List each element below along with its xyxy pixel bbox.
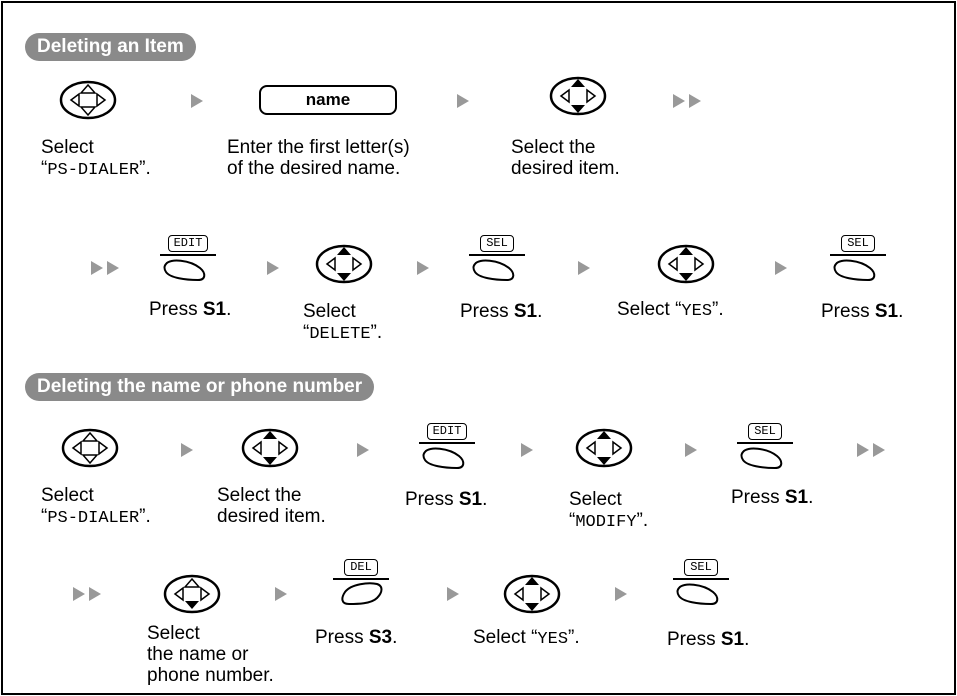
sel-soft-key: SEL bbox=[673, 557, 729, 606]
continue-arrows-icon bbox=[73, 587, 101, 601]
next-step-arrow-icon bbox=[521, 443, 533, 457]
navigator-key-icon bbox=[59, 80, 117, 120]
soft-key-icon bbox=[341, 582, 383, 606]
caption-press-s1: Press S1. bbox=[149, 299, 232, 320]
caption-press-s3: Press S3. bbox=[315, 627, 398, 648]
soft-key-icon bbox=[163, 259, 206, 282]
sel-soft-key: SEL bbox=[737, 421, 793, 470]
sel-soft-key: SEL bbox=[469, 233, 525, 282]
next-step-arrow-icon bbox=[275, 587, 287, 601]
navigator-key-icon bbox=[163, 574, 221, 614]
caption-select-delete: Select “DELETE”. bbox=[303, 301, 383, 344]
navigator-key-icon bbox=[241, 428, 299, 468]
soft-key-icon bbox=[472, 259, 515, 282]
next-step-arrow-icon bbox=[447, 587, 459, 601]
next-step-arrow-icon bbox=[685, 443, 697, 457]
next-step-arrow-icon bbox=[357, 443, 369, 457]
caption-select-modify: Select “MODIFY”. bbox=[569, 489, 649, 532]
edit-soft-key: EDIT bbox=[419, 421, 475, 470]
navigator-key-icon bbox=[315, 244, 373, 284]
navigator-key-icon bbox=[503, 574, 561, 614]
soft-key-icon bbox=[422, 447, 465, 470]
caption-press-s1: Press S1. bbox=[405, 489, 488, 510]
caption-press-s1: Press S1. bbox=[460, 301, 543, 322]
caption-press-s1: Press S1. bbox=[667, 629, 750, 650]
caption-select-ps-dialer: Select “PS-DIALER”. bbox=[41, 137, 151, 180]
caption-select-desired-item: Select the desired item. bbox=[217, 485, 326, 527]
del-soft-key: DEL bbox=[333, 557, 389, 606]
caption-enter-first-letters: Enter the first letter(s) of the desired… bbox=[227, 137, 410, 179]
continue-arrows-icon bbox=[91, 261, 119, 275]
caption-select-desired-item: Select the desired item. bbox=[511, 137, 620, 179]
section-header-deleting-name-number: Deleting the name or phone number bbox=[25, 373, 375, 401]
name-entry-field: name bbox=[259, 85, 397, 115]
caption-press-s1: Press S1. bbox=[731, 487, 814, 508]
edit-soft-key: EDIT bbox=[160, 233, 216, 282]
next-step-arrow-icon bbox=[775, 261, 787, 275]
sel-soft-key: SEL bbox=[830, 233, 886, 282]
caption-select-yes: Select “YES”. bbox=[617, 299, 724, 321]
continue-arrows-icon bbox=[857, 443, 885, 457]
soft-key-icon bbox=[833, 259, 876, 282]
next-step-arrow-icon bbox=[191, 94, 203, 108]
continue-arrows-icon bbox=[673, 94, 701, 108]
next-step-arrow-icon bbox=[267, 261, 279, 275]
next-step-arrow-icon bbox=[417, 261, 429, 275]
navigator-key-icon bbox=[61, 428, 119, 468]
next-step-arrow-icon bbox=[457, 94, 469, 108]
caption-select-name-or-number: Select the name or phone number. bbox=[147, 623, 274, 686]
next-step-arrow-icon bbox=[615, 587, 627, 601]
next-step-arrow-icon bbox=[181, 443, 193, 457]
caption-select-yes: Select “YES”. bbox=[473, 627, 580, 649]
soft-key-icon bbox=[676, 583, 719, 606]
caption-select-ps-dialer: Select “PS-DIALER”. bbox=[41, 485, 151, 528]
soft-key-icon bbox=[740, 447, 783, 470]
navigator-key-icon bbox=[575, 428, 633, 468]
navigator-key-icon bbox=[657, 244, 715, 284]
section-header-deleting-item: Deleting an Item bbox=[25, 33, 196, 61]
navigator-key-icon bbox=[549, 76, 607, 116]
next-step-arrow-icon bbox=[578, 261, 590, 275]
caption-press-s1: Press S1. bbox=[821, 301, 904, 322]
